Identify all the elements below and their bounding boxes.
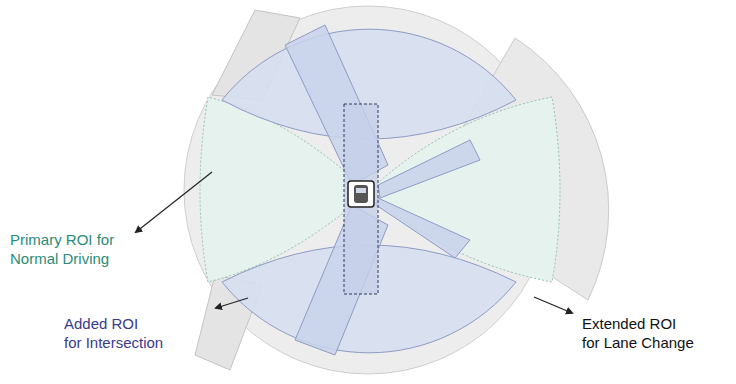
leader-line xyxy=(136,172,212,232)
ego-car-body xyxy=(354,185,368,203)
region-label: Extended ROI for Lane Change xyxy=(582,314,732,352)
lane-strip xyxy=(344,104,378,294)
intersection-strip xyxy=(378,140,480,198)
leader-line xyxy=(534,297,572,313)
ego-car xyxy=(348,181,374,207)
leader-line xyxy=(216,298,248,308)
ego-car-window xyxy=(356,188,366,193)
region-label: Primary ROI for Normal Driving xyxy=(10,230,160,268)
region-label: Added ROI for Intersection xyxy=(64,314,214,352)
intersection-strip xyxy=(376,198,470,258)
